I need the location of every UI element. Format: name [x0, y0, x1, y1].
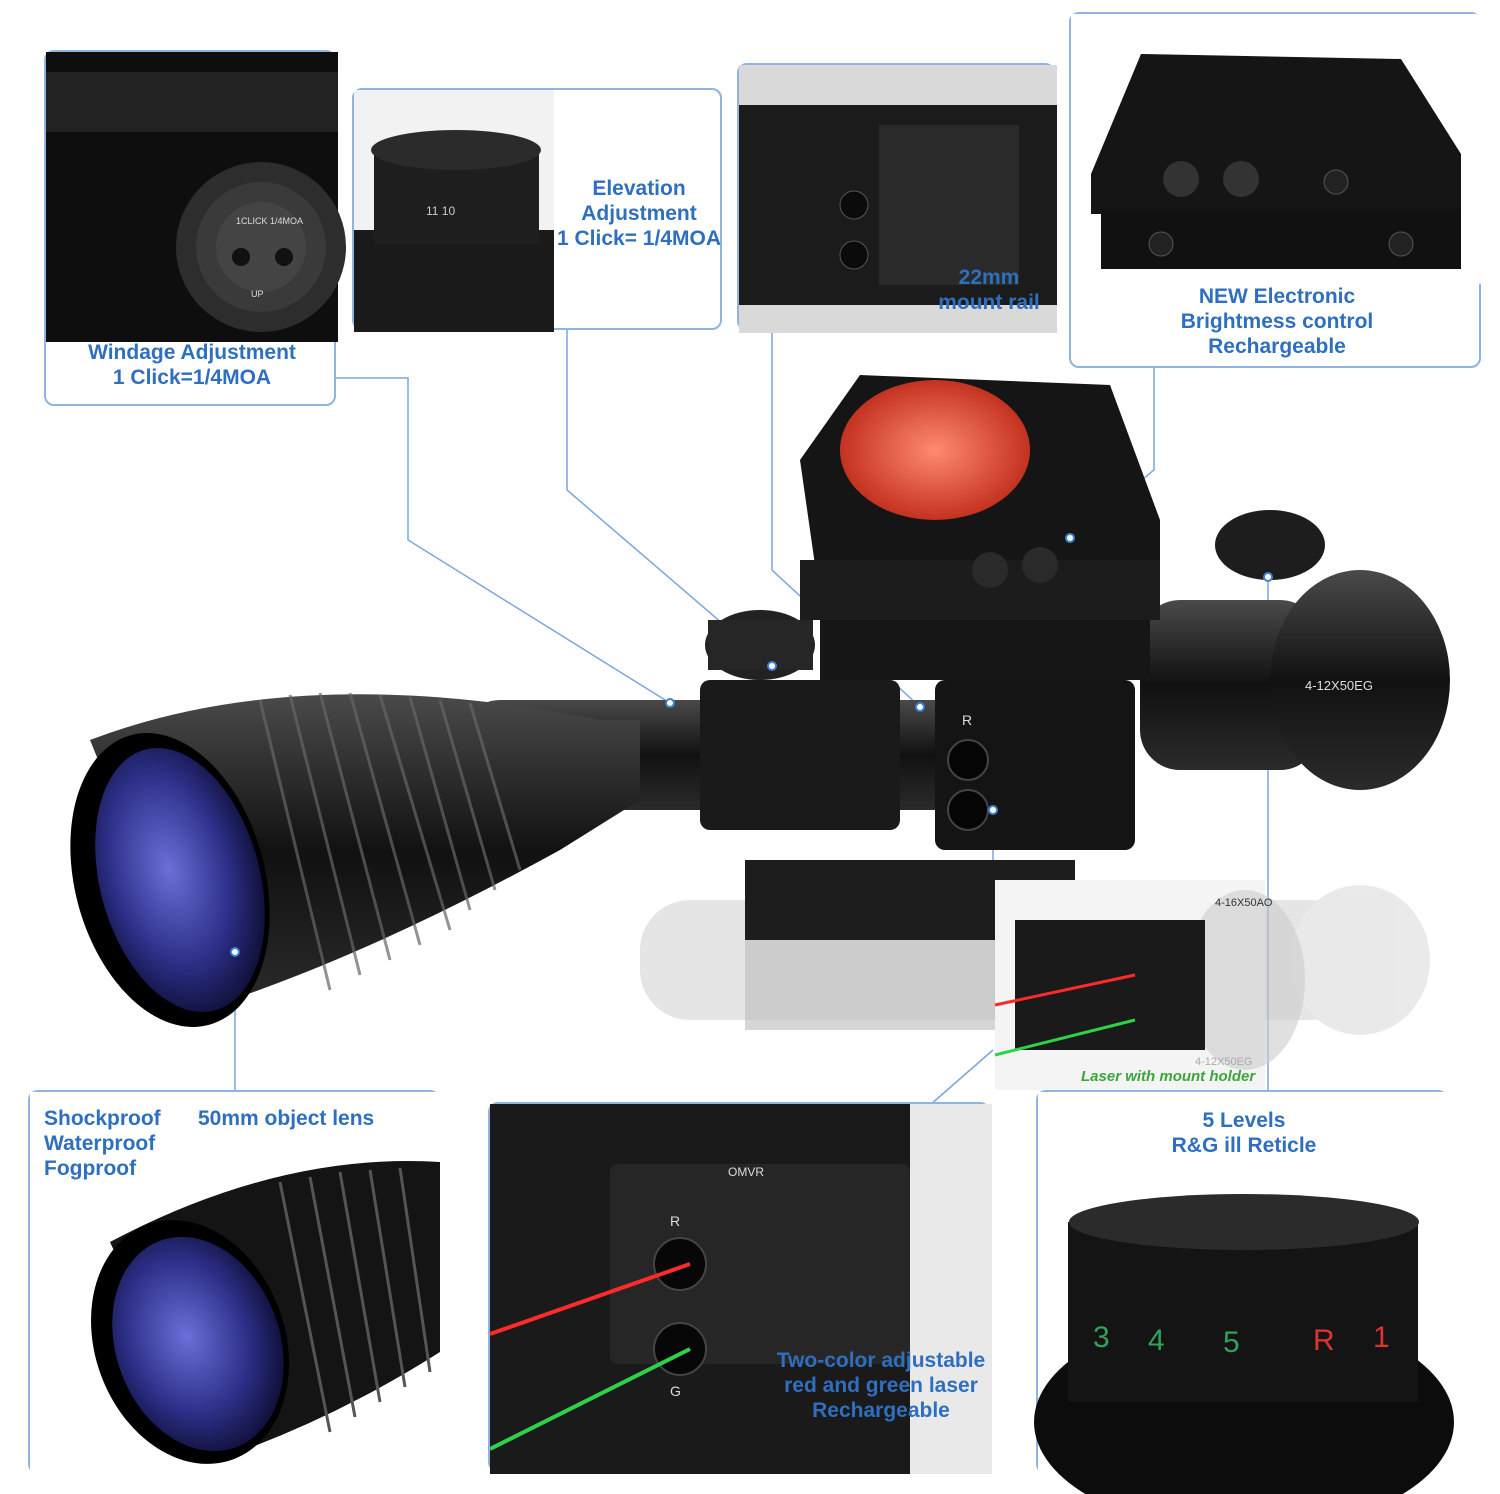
reticle-dial-photo: 3 4 5 R 1 — [1034, 1092, 1454, 1494]
scope-model-label: 4-12X50EG — [1305, 678, 1373, 693]
lens-feature-fogproof: Fogproof — [44, 1157, 137, 1181]
laser-line1: Two-color adjustable — [776, 1349, 986, 1372]
red-dot-sight-photo — [1071, 14, 1483, 284]
reticle-level-4: 4 — [1148, 1324, 1165, 1357]
elevation-title2: Adjustment — [581, 202, 697, 226]
windage-detail: 1 Click=1/4MOA — [112, 366, 272, 390]
lens-feature-waterproof: Waterproof — [44, 1132, 156, 1156]
reticle-pointer-dot — [1263, 572, 1273, 582]
laser-unit-g: G — [670, 1383, 681, 1399]
laser-holder-model: 4-16X50AO — [1215, 897, 1273, 909]
windage-pointer-dot — [665, 698, 675, 708]
mount-rail-title: 22mm — [958, 266, 1020, 289]
laser-r-mark: R — [962, 712, 972, 728]
reticle-level-1: 1 — [1373, 1321, 1390, 1354]
laser-holder-model-mirror: 4-12X50EG — [1195, 1056, 1252, 1068]
laser-line2: red and green laser — [784, 1374, 978, 1398]
reticle-level-r: R — [1313, 1324, 1335, 1357]
leader-elevation — [566, 330, 773, 667]
laser-callout: OMVR R G Two-color adjustable red and gr… — [488, 1102, 992, 1474]
windage-callout: 1CLICK 1/4MOA UP Windage Adjustment 1 Cl… — [44, 50, 346, 406]
windage-knob-photo: 1CLICK 1/4MOA UP — [46, 52, 346, 342]
laser-holder-caption: Laser with mount holder — [1081, 1068, 1256, 1085]
mount-rail-callout: 22mm mount rail — [737, 63, 1057, 333]
reticle-line2: R&G ill Reticle — [1171, 1134, 1317, 1158]
red-dot-pointer-dot — [1065, 533, 1075, 543]
elevation-knob-photo: 11 10 — [354, 90, 554, 332]
lens-feature-shockproof: Shockproof — [44, 1107, 161, 1130]
elevation-knob-digits: 11 10 — [426, 204, 455, 218]
reticle-line1: 5 Levels — [1202, 1109, 1286, 1132]
windage-title: Windage Adjustment — [88, 341, 296, 364]
elevation-pointer-dot — [767, 661, 777, 671]
mount-rail-pointer-dot — [915, 702, 925, 712]
laser-line3: Rechargeable — [812, 1399, 950, 1423]
objective-lens-photo — [30, 1092, 442, 1476]
windage-knob-arrow: UP — [251, 289, 264, 299]
red-dot-callout: NEW Electronic Brightmess control Rechar… — [1069, 12, 1483, 368]
laser-holder-inset: 4-16X50AO 4-12X50EG Laser with mount hol… — [994, 880, 1305, 1090]
lens-callout: Shockproof Waterproof Fogproof 50mm obje… — [28, 1090, 442, 1476]
laser-holder-photo: 4-16X50AO 4-12X50EG — [994, 880, 1305, 1090]
leader-windage — [336, 377, 671, 704]
laser-brand: OMVR — [728, 1165, 764, 1179]
reticle-callout: 3 4 5 R 1 5 Levels R&G ill Reticle — [1034, 1090, 1454, 1494]
elevation-title: Elevation — [592, 177, 686, 200]
laser-unit-r: R — [670, 1213, 680, 1229]
lens-title: 50mm object lens — [198, 1107, 375, 1130]
red-dot-line3: Rechargeable — [1208, 335, 1346, 359]
reticle-level-3: 3 — [1093, 1321, 1110, 1354]
mount-rail-photo — [739, 65, 1057, 333]
laser-unit-photo: OMVR R G — [489, 1104, 992, 1474]
leader-laser — [929, 1049, 994, 1106]
elevation-callout: 11 10 Elevation Adjustment 1 Click= 1/4M… — [352, 88, 722, 332]
windage-knob-text: 1CLICK 1/4MOA — [236, 216, 303, 226]
red-dot-line2: Brightmess control — [1180, 310, 1374, 334]
main-scope-photo: R 4-12X50EG — [70, 375, 1450, 1035]
elevation-detail: 1 Click= 1/4MOA — [557, 227, 721, 251]
laser-pointer-dot — [988, 805, 998, 815]
lens-pointer-dot — [230, 947, 240, 957]
reticle-level-5: 5 — [1223, 1326, 1240, 1359]
red-dot-line1: NEW Electronic — [1198, 285, 1356, 308]
mount-rail-title2: mount rail — [938, 291, 1040, 315]
